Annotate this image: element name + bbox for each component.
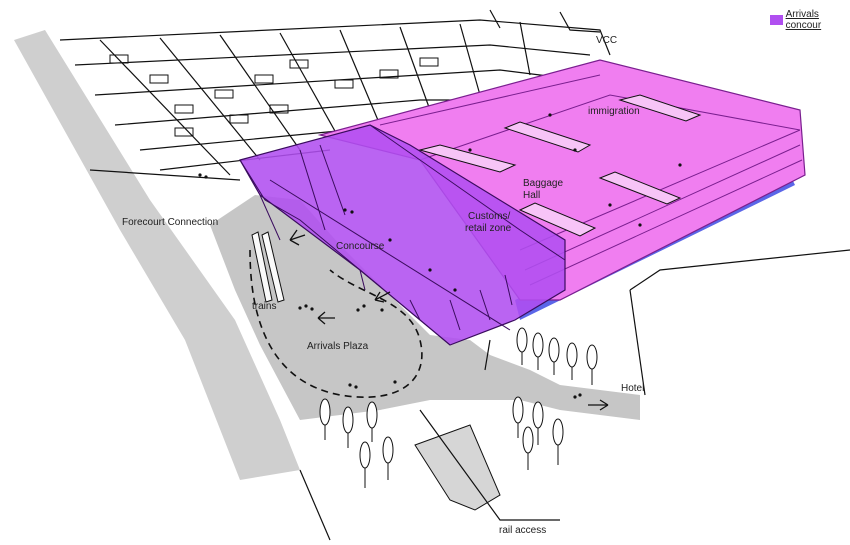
train-platforms (251, 231, 285, 303)
label-customs-1: Customs/ (468, 211, 511, 222)
rail-access-ground (414, 424, 501, 511)
hotel-outline (629, 249, 850, 396)
arrow-icon (374, 291, 391, 303)
label-immigration: immigration (588, 106, 640, 117)
circulation-arrows (289, 229, 609, 411)
legend-swatch (770, 15, 783, 25)
label-rail-access: rail access (499, 525, 547, 536)
label-baggage-hall-1: Baggage (523, 178, 564, 189)
label-vcc: VCC (596, 35, 618, 46)
trees (319, 327, 598, 488)
concourse-structure-lines (239, 124, 566, 346)
arrow-icon (289, 229, 306, 246)
car-park-windows (109, 54, 439, 137)
arrow-icon (588, 399, 609, 411)
plaza-dashed-route (249, 249, 423, 398)
label-trains: trains (252, 301, 277, 312)
people-figures (198, 113, 682, 399)
forecourt-road (14, 30, 300, 480)
arrivals-concourse-block (239, 124, 566, 346)
legend-label: Arrivals concour (785, 9, 822, 31)
label-hotel: Hotel (621, 383, 645, 394)
label-baggage-hall-2: Hall (523, 190, 541, 201)
site-edges (89, 169, 560, 541)
label-forecourt-connection: Forecourt Connection (122, 217, 219, 228)
baggage-belts (418, 94, 702, 237)
label-customs-2: retail zone (465, 223, 512, 234)
arrow-icon (317, 311, 335, 325)
label-concourse: Concourse (336, 241, 385, 252)
legend: Arrivals concour (770, 9, 850, 31)
label-arrivals-plaza: Arrivals Plaza (307, 341, 369, 352)
arrivals-plaza-ground (210, 195, 640, 420)
